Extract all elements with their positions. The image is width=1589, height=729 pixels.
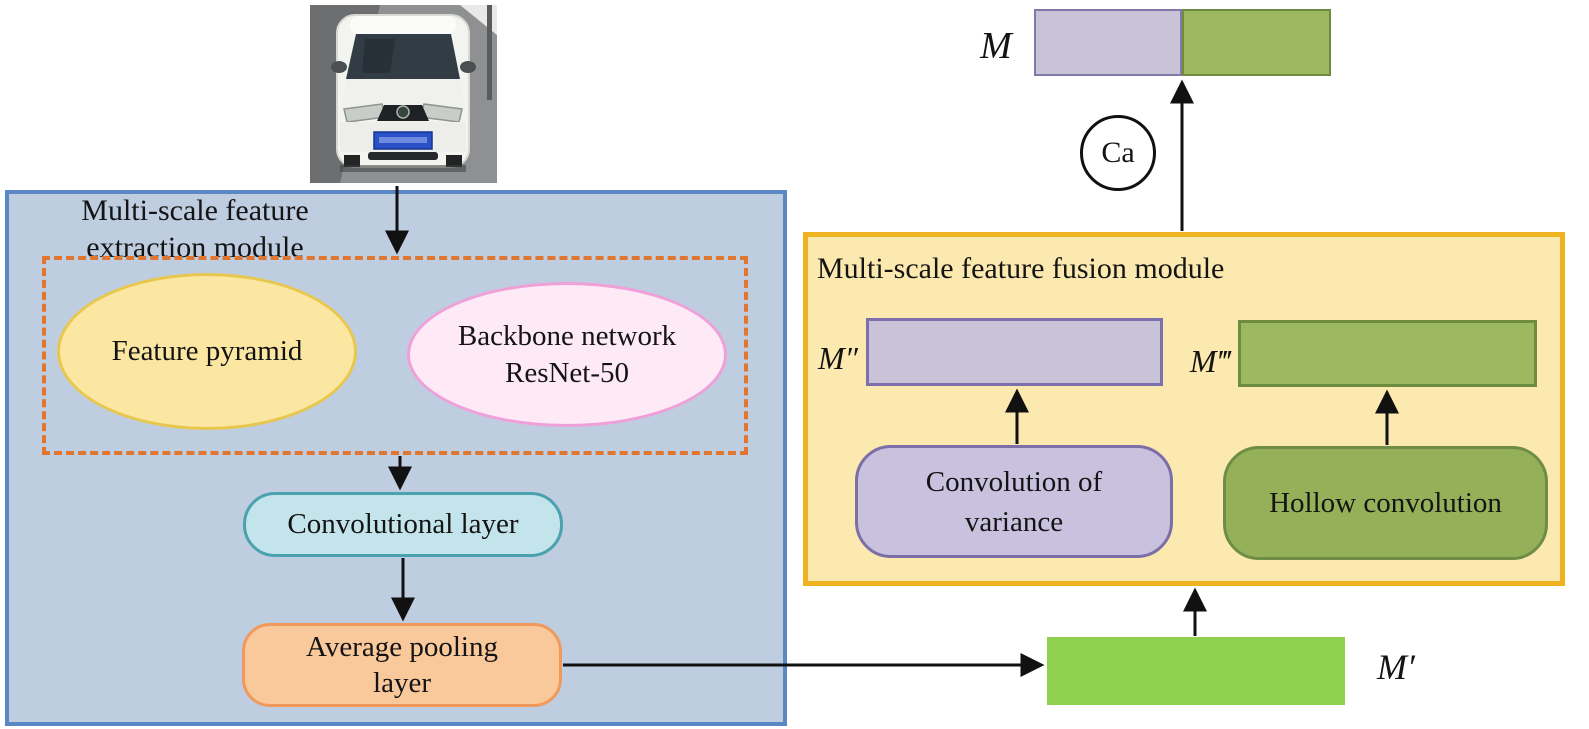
- feature-pyramid-label: Feature pyramid: [111, 335, 303, 367]
- avg-pool-node: Average pooling layer: [242, 623, 562, 707]
- m-bar-purple-segment: [1034, 9, 1182, 76]
- extraction-title-line1: Multi-scale feature: [81, 194, 309, 227]
- brand-logo: [396, 105, 410, 119]
- m-double-prime-bar: [866, 318, 1163, 386]
- conv-variance-node: Convolution of variance: [855, 445, 1173, 558]
- car: [331, 14, 476, 172]
- m-bar-green-segment: [1182, 9, 1331, 76]
- conv-layer-label: Convolutional layer: [287, 508, 519, 540]
- right-mirror: [460, 61, 476, 73]
- fusion-module-title: Multi-scale feature fusion module: [817, 252, 1225, 285]
- hollow-conv-node: Hollow convolution: [1223, 446, 1548, 560]
- backbone-label-line1: Backbone network: [457, 319, 677, 352]
- m-prime-label: M′: [1377, 647, 1415, 687]
- backbone-label-line2: ResNet-50: [504, 356, 630, 389]
- feature-pyramid-node: Feature pyramid: [57, 273, 357, 430]
- left-mirror: [331, 61, 347, 73]
- m-triple-prime-bar: [1238, 320, 1537, 387]
- m-label: M: [980, 25, 1012, 67]
- input-car-photo: [310, 5, 497, 183]
- concat-operator-label: Ca: [1101, 136, 1135, 169]
- m-prime-bar: [1047, 637, 1345, 705]
- conv-variance-label-line1: Convolution of: [925, 465, 1103, 498]
- backbone-group-dashed-box: [42, 256, 748, 455]
- avg-pool-label-line2: layer: [373, 667, 431, 699]
- backbone-node: Backbone network ResNet-50: [407, 282, 727, 427]
- hollow-conv-label: Hollow convolution: [1269, 486, 1502, 519]
- conv-layer-node: Convolutional layer: [243, 492, 563, 557]
- extraction-module-title: Multi-scale feature extraction module: [30, 192, 360, 266]
- avg-pool-label-line1: Average pooling: [306, 631, 498, 663]
- m-double-prime-label: M″: [818, 340, 858, 376]
- m-triple-prime-label: M‴: [1189, 343, 1230, 379]
- concat-operator-circle: Ca: [1080, 115, 1156, 191]
- conv-variance-label-line2: variance: [964, 505, 1064, 538]
